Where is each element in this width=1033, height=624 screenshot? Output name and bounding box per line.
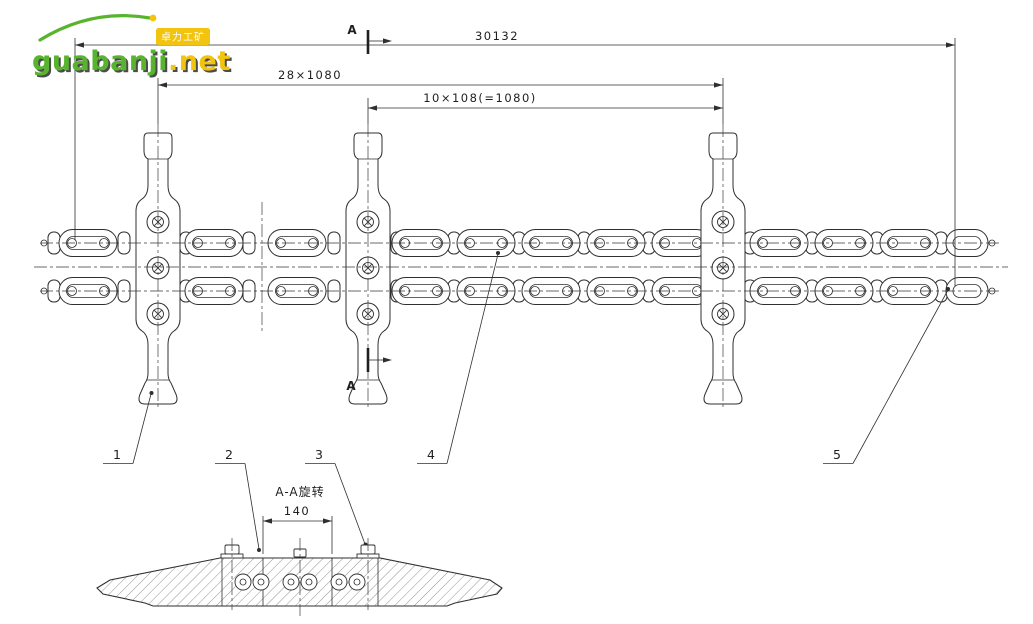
logo-tld: .net xyxy=(168,46,231,77)
logo-leaf-icon xyxy=(149,14,157,22)
logo-badge-text: 卓力工矿 xyxy=(161,31,205,44)
chain-bar-core xyxy=(287,578,295,586)
callout-2-label: 2 xyxy=(225,447,233,462)
section-view: 140 A-A旋转 xyxy=(96,484,503,616)
section-cut-marker-bottom: A xyxy=(346,348,392,393)
callout-2: 2 xyxy=(215,447,261,552)
arrowhead xyxy=(368,105,377,111)
view-direction-arrow xyxy=(383,357,392,363)
arrowhead xyxy=(158,82,167,88)
dim-outer-pitch-label: 28×1080 xyxy=(278,68,342,82)
dim-clamp-width-label: 140 xyxy=(284,504,310,518)
leader-dot xyxy=(257,548,261,552)
arrowhead xyxy=(714,82,723,88)
logo-text-shadow: guabanji.net xyxy=(34,48,233,79)
callout-5: 5 xyxy=(823,287,950,464)
logo-swoosh xyxy=(38,14,152,42)
logo-badge-bg xyxy=(156,28,210,45)
chain-bar-section xyxy=(300,573,318,591)
leader-dot xyxy=(946,287,950,291)
leader-line xyxy=(852,289,949,464)
dim-total-label: 30132 xyxy=(475,29,519,43)
section-view-title: A-A旋转 xyxy=(275,484,324,499)
dimension-inner-pitch: 10×108(=1080) xyxy=(367,91,723,124)
chain-bar-section xyxy=(330,573,348,591)
arrowhead xyxy=(323,518,332,524)
view-direction-arrow xyxy=(383,38,392,44)
logo-text: guabanji.net xyxy=(32,46,231,77)
leader-dot xyxy=(149,391,154,395)
callout-5-label: 5 xyxy=(833,447,841,462)
dim-inner-pitch-label: 10×108(=1080) xyxy=(423,91,537,105)
logo-name: guabanji xyxy=(32,46,168,77)
chain-bar-section xyxy=(348,573,366,591)
chain-bar-core xyxy=(305,578,313,586)
chain-bar-core xyxy=(353,578,361,586)
section-marker-bottom-label: A xyxy=(346,379,356,393)
leader-line xyxy=(132,393,152,464)
chain-bar-core xyxy=(239,578,247,586)
arrowhead xyxy=(714,105,723,111)
leader-line xyxy=(446,253,499,464)
dimension-clamp-width: 140 xyxy=(262,504,333,554)
chain-bar-section xyxy=(234,573,252,591)
chain-bar-core xyxy=(257,578,265,586)
flight-bar-section xyxy=(96,557,503,607)
arrowhead xyxy=(263,518,272,524)
section-marker-top-label: A xyxy=(347,23,357,37)
callout-4-label: 4 xyxy=(427,447,435,462)
leader-line xyxy=(334,463,366,545)
chain-bar-section xyxy=(252,573,270,591)
leader-dot xyxy=(496,251,500,255)
callout-1-label: 1 xyxy=(113,447,121,462)
callout-1: 1 xyxy=(103,391,154,464)
chain-bar-section xyxy=(282,573,300,591)
leader-line xyxy=(244,463,260,550)
arrowhead xyxy=(946,42,955,48)
watermark-logo: 卓力工矿 guabanji.net guabanji.net xyxy=(32,14,233,79)
callouts: 1 2 3 4 5 xyxy=(103,251,950,552)
callout-3-label: 3 xyxy=(315,447,323,462)
dimension-outer-pitch: 28×1080 xyxy=(157,68,724,124)
section-cut-marker-top: A xyxy=(347,23,392,54)
arrowhead xyxy=(75,42,84,48)
dimension-total: 30132 xyxy=(74,29,956,286)
callout-4: 4 xyxy=(417,251,500,464)
chain-bar-core xyxy=(335,578,343,586)
